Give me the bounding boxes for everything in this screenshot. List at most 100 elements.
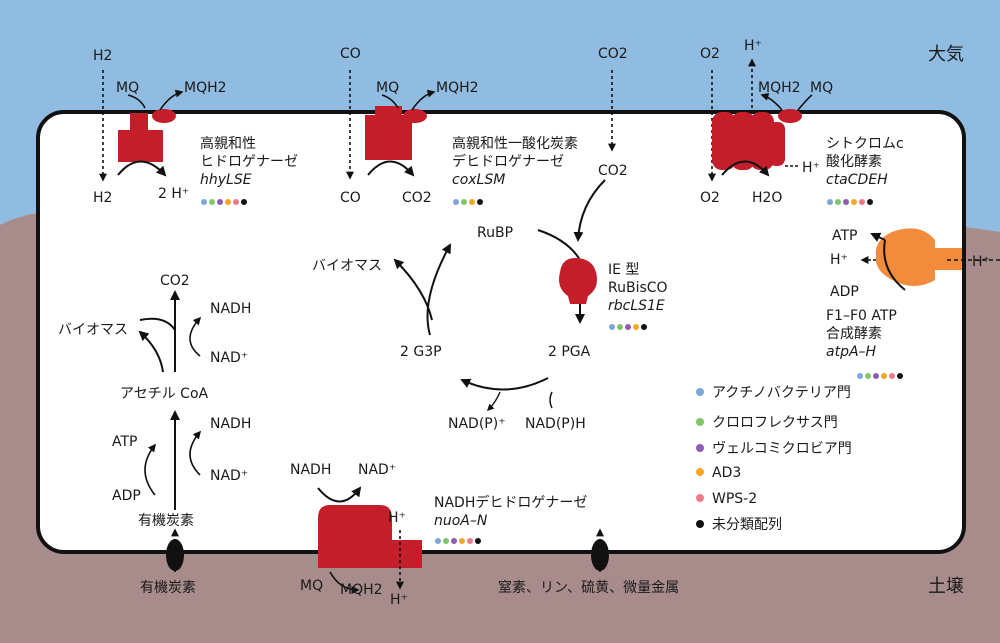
hydrogenase-gene: hhyLSE: [200, 172, 252, 188]
co2-metab-label: CO2: [160, 273, 190, 289]
rubisco-gene: rbcLS1E: [608, 298, 665, 314]
nadh-dh-enzyme: [318, 505, 422, 568]
metab-adp-label: ADP: [112, 488, 141, 504]
nadh-dh-mq: MQ: [300, 578, 323, 594]
legend-dot-verrucomicrobia: [696, 444, 704, 452]
atp-synthase-group: H⁺ ATP H⁺ ADP F1–F0 ATP 合成酵素 atpA–H: [826, 228, 1000, 379]
mq-label-3: MQ: [810, 80, 833, 96]
nad-1-label: NAD⁺: [210, 350, 248, 366]
cytochrome-phyla-dots: [827, 199, 873, 205]
atp-synth-name-2: 合成酵素: [826, 326, 882, 342]
h2o-label: H2O: [752, 190, 782, 206]
legend-dot-unclassified: [696, 520, 704, 528]
hydrogenase-group: H2 H2 MQ MQH2 2 H⁺ 高親和性 ヒドロゲナーゼ hhyLSE: [93, 48, 298, 206]
atp-synth-adp: ADP: [830, 284, 859, 300]
o2-cell-label: O2: [700, 190, 720, 206]
h2-atmosphere-label: H2: [93, 48, 112, 64]
metab-atp-label: ATP: [112, 434, 137, 450]
co2-uptake-group: CO2 CO2: [598, 46, 628, 179]
hydrogenase-name-2: ヒドロゲナーゼ: [200, 154, 298, 170]
legend-verrucomicrobia: ヴェルコミクロビア門: [712, 440, 852, 457]
co-dh-name-2: デヒドロゲナーゼ: [452, 153, 564, 170]
metab-biomass-label: バイオマス: [58, 322, 128, 338]
co2-product-label: CO2: [402, 190, 432, 206]
nadh-dehydrogenase-group: NADH NAD⁺ H⁺ H⁺ MQ MQH2 NADHデヒドロゲナーゼ nuo…: [290, 462, 587, 608]
co-dehydrogenase-group: CO CO MQ MQH2 CO2 高親和性一酸化炭素 デヒドロゲナーゼ cox…: [340, 46, 578, 206]
h-plus-2-label: 2 H⁺: [158, 186, 189, 202]
hydrogenase-enzyme: [118, 113, 163, 162]
h-plus-side-label: H⁺: [802, 160, 820, 176]
rubisco-name-2: RuBisCO: [608, 280, 668, 296]
mq-label-1: MQ: [116, 80, 139, 96]
rubisco-enzyme: [559, 258, 597, 304]
atp-synth-h-out: H⁺: [972, 254, 990, 270]
rubisco-name-1: IE 型: [608, 262, 639, 278]
legend-chloroflexi: クロロフレクサス門: [712, 415, 838, 431]
calvin-biomass-label: バイオマス: [312, 258, 382, 274]
hydrogenase-phyla-dots: [201, 199, 247, 205]
cytochrome-name-1: シトクロムc: [826, 136, 904, 152]
legend-dot-ad3: [696, 468, 704, 476]
cytochrome-enzyme: [712, 112, 785, 170]
nadh-dh-gene: nuoA–N: [434, 513, 488, 529]
nad-2-label: NAD⁺: [210, 468, 248, 484]
co-dehydrogenase-subunit: [403, 109, 427, 123]
legend-dot-actinobacteria: [696, 388, 704, 396]
atp-synth-name-1: F1–F0 ATP: [826, 308, 897, 324]
cytochrome-subunit: [778, 109, 802, 123]
legend-ad3: AD3: [712, 465, 741, 481]
nadh-dh-h-bottom: H⁺: [390, 592, 408, 608]
calvin-cycle: RuBP IE 型 RuBisCO rbcLS1E 2 PGA 2 G3P NA…: [312, 179, 668, 432]
acetyl-coa-label: アセチル CoA: [120, 386, 209, 402]
organic-carbon-transporter: 有機炭素: [140, 528, 196, 596]
co2-cell-label: CO2: [598, 163, 628, 179]
carbon-metabolism: CO2 バイオマス NADH NAD⁺ アセチル CoA NADH NAD⁺ A…: [58, 273, 251, 529]
cytochrome-name-2: 酸化酵素: [826, 154, 882, 170]
rubisco-phyla-dots: [609, 324, 647, 330]
legend-dot-chloroflexi: [696, 418, 704, 426]
nadh-dh-nad: NAD⁺: [358, 462, 396, 478]
nadh-dh-phyla-dots: [435, 538, 481, 544]
atp-synthase-enzyme: [875, 228, 962, 286]
phyla-legend: アクチノバクテリア門 クロロフレクサス門 ヴェルコミクロビア門 AD3 WPS-…: [696, 385, 852, 533]
bottom-nutrients: 窒素、リン、硫黄、微量金属: [498, 579, 679, 596]
h2-cell-label: H2: [93, 190, 112, 206]
mqh2-label-2: MQH2: [436, 80, 479, 96]
soil-label: 土壌: [928, 576, 964, 597]
nadh-dh-nadh: NADH: [290, 462, 331, 478]
hydrogenase-subunit: [152, 109, 176, 123]
nadh-2-label: NADH: [210, 416, 251, 432]
co-dh-name-1: 高親和性一酸化炭素: [452, 135, 578, 152]
mq-label-2: MQ: [376, 80, 399, 96]
nadp-label: NAD(P)⁺: [448, 416, 506, 432]
atp-synth-gene: atpA–H: [826, 344, 877, 360]
legend-actinobacteria: アクチノバクテリア門: [712, 385, 851, 401]
bottom-organic-carbon: 有機炭素: [140, 580, 196, 596]
legend-unclassified: 未分類配列: [712, 517, 782, 533]
nutrient-transporter: 窒素、リン、硫黄、微量金属: [498, 528, 679, 596]
co-atmosphere-label: CO: [340, 46, 361, 62]
co-dh-gene: coxLSM: [452, 172, 505, 188]
co-dehydrogenase-enzyme: [365, 106, 412, 160]
atp-synth-h-in: H⁺: [830, 252, 848, 268]
nadh-dh-h-top: H⁺: [388, 510, 406, 526]
cell-membrane: [36, 110, 966, 554]
co-dh-phyla-dots: [453, 199, 483, 205]
nadh-dh-mqh2: MQH2: [340, 582, 383, 598]
cytochrome-gene: ctaCDEH: [826, 172, 888, 188]
metab-organic-carbon: 有機炭素: [138, 513, 194, 529]
mqh2-label-3: MQH2: [758, 80, 801, 96]
co2-atmosphere-label: CO2: [598, 46, 628, 62]
nadh-1-label: NADH: [210, 301, 251, 317]
o2-atmosphere-label: O2: [700, 46, 720, 62]
legend-dot-wps2: [696, 494, 704, 502]
rubp-label: RuBP: [477, 225, 513, 241]
mqh2-label-1: MQH2: [184, 80, 227, 96]
hydrogenase-name-1: 高親和性: [200, 135, 256, 152]
nadph-label: NAD(P)H: [525, 416, 586, 432]
co-cell-label: CO: [340, 190, 361, 206]
h-plus-top-label: H⁺: [744, 38, 762, 54]
atp-synth-atp: ATP: [832, 228, 857, 244]
nadh-dh-name: NADHデヒドロゲナーゼ: [434, 494, 587, 511]
